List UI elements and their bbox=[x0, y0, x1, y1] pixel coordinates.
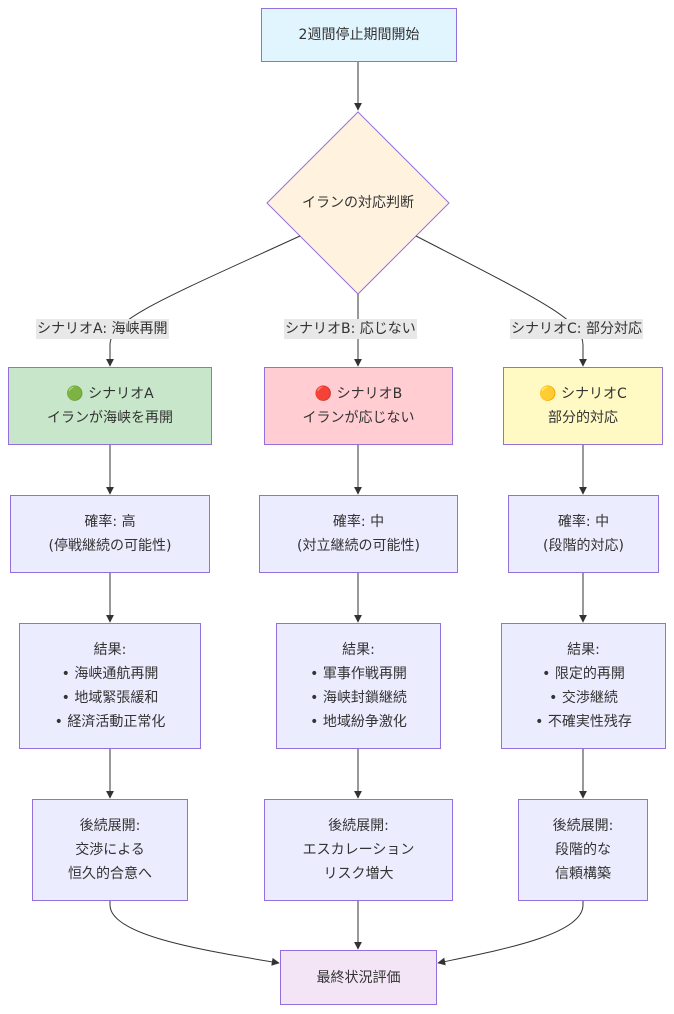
probability-c-line: 確率: 中 bbox=[557, 514, 610, 530]
next-a-line: 後続展開: bbox=[79, 818, 141, 834]
result-b-line: 結果: bbox=[342, 642, 375, 658]
edge-c-final bbox=[437, 901, 584, 966]
final-label: 最終状況評価 bbox=[316, 969, 401, 986]
final-node: 最終状況評価 bbox=[280, 950, 437, 1005]
result-c-line: • 限定的再開 bbox=[542, 666, 625, 682]
scenario-a-desc: イランが海峡を再開 bbox=[47, 410, 173, 426]
decision-label: イランの対応判断 bbox=[302, 195, 414, 211]
scenario-b-desc: イランが応じない bbox=[302, 410, 415, 426]
red-circle-icon: 🔴 bbox=[314, 386, 333, 402]
next-b-line: 後続展開: bbox=[328, 818, 389, 834]
result-b-line: • 海峡封鎖継続 bbox=[310, 690, 407, 706]
edge-decision-a bbox=[106, 235, 301, 367]
scenario-a-title: シナリオA bbox=[88, 386, 154, 402]
next-a-node: 後続展開: 交渉による 恒久的合意へ bbox=[32, 799, 188, 901]
probability-a-node: 確率: 高 (停戦継続の可能性) bbox=[10, 495, 210, 573]
start-node: 2週間停止期間開始 bbox=[261, 8, 457, 62]
result-b-line: • 地域紛争激化 bbox=[310, 714, 407, 730]
edge-decision-c bbox=[415, 235, 587, 367]
next-c-line: 信頼構築 bbox=[555, 866, 611, 882]
next-a-line: 交渉による bbox=[75, 842, 145, 858]
result-b-line: • 軍事作戦再開 bbox=[310, 666, 407, 682]
scenario-b-title-row: 🔴 シナリオB bbox=[315, 382, 403, 406]
scenario-c-title-row: 🟡 シナリオC bbox=[539, 382, 627, 406]
edge-label-c: シナリオC: 部分対応 bbox=[510, 319, 643, 339]
probability-a-line: (停戦継続の可能性) bbox=[48, 538, 172, 554]
result-a-line: 結果: bbox=[93, 642, 127, 658]
scenario-b-title: シナリオB bbox=[336, 386, 403, 402]
scenario-a-title-row: 🟢 シナリオA bbox=[66, 382, 153, 406]
probability-c-node: 確率: 中 (段階的対応) bbox=[508, 495, 659, 573]
next-c-line: 後続展開: bbox=[552, 818, 614, 834]
next-b-line: エスカレーション bbox=[302, 842, 415, 858]
next-c-node: 後続展開: 段階的な 信頼構築 bbox=[518, 799, 648, 901]
scenario-b-node: 🔴 シナリオB イランが応じない bbox=[264, 367, 453, 445]
edge-label-a: シナリオA: 海峡再開 bbox=[36, 319, 169, 339]
probability-a-line: 確率: 高 bbox=[84, 514, 136, 530]
next-b-node: 後続展開: エスカレーション リスク増大 bbox=[264, 799, 453, 901]
edge-label-b: シナリオB: 応じない bbox=[284, 319, 417, 339]
scenario-a-node: 🟢 シナリオA イランが海峡を再開 bbox=[8, 367, 212, 445]
probability-c-line: (段階的対応) bbox=[543, 538, 624, 554]
scenario-c-node: 🟡 シナリオC 部分的対応 bbox=[503, 367, 663, 445]
edge-a-final bbox=[109, 901, 280, 966]
result-a-node: 結果: • 海峡通航再開 • 地域緊張緩和 • 経済活動正常化 bbox=[19, 623, 201, 749]
probability-b-line: 確率: 中 bbox=[332, 514, 385, 530]
start-label: 2週間停止期間開始 bbox=[298, 27, 420, 43]
result-b-node: 結果: • 軍事作戦再開 • 海峡封鎖継続 • 地域紛争激化 bbox=[276, 623, 441, 749]
yellow-circle-icon: 🟡 bbox=[539, 386, 557, 402]
result-c-line: • 不確実性残存 bbox=[535, 714, 632, 730]
result-c-line: 結果: bbox=[567, 642, 600, 658]
next-b-line: リスク増大 bbox=[323, 866, 394, 882]
result-a-line: • 海峡通航再開 bbox=[61, 666, 159, 682]
result-c-node: 結果: • 限定的再開 • 交渉継続 • 不確実性残存 bbox=[501, 623, 666, 749]
scenario-c-title: シナリオC bbox=[561, 386, 627, 402]
probability-b-node: 確率: 中 (対立継続の可能性) bbox=[259, 495, 458, 573]
probability-b-line: (対立継続の可能性) bbox=[297, 538, 420, 554]
scenario-c-desc: 部分的対応 bbox=[548, 410, 618, 426]
green-circle-icon: 🟢 bbox=[66, 386, 84, 402]
result-c-line: • 交渉継続 bbox=[549, 690, 618, 706]
result-a-line: • 経済活動正常化 bbox=[54, 714, 166, 730]
next-a-line: 恒久的合意へ bbox=[68, 866, 152, 882]
next-c-line: 段階的な bbox=[555, 842, 611, 858]
result-a-line: • 地域緊張緩和 bbox=[61, 690, 159, 706]
